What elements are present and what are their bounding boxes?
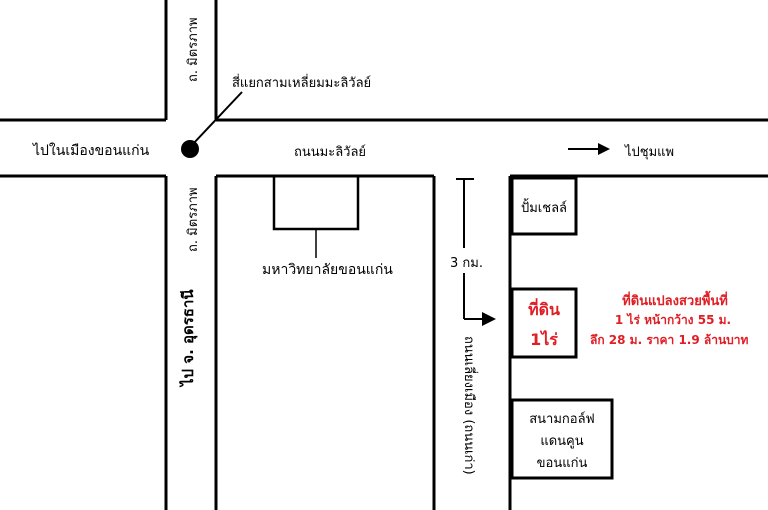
road-south-label: ถ. มิตรภาพ	[186, 187, 201, 252]
road-mali-label: ถนนมะลิวัลย์	[294, 145, 367, 160]
distance-label: 3 กม.	[450, 252, 483, 273]
listing-line2: ลึก 28 ม. ราคา 1.9 ล้านบาท	[590, 333, 749, 347]
listing-headline: ที่ดินแปลงสวยพื้นที่	[622, 294, 728, 309]
distance-arrow-head	[482, 312, 496, 326]
intersection-pointer	[191, 91, 243, 146]
arrow-head	[598, 143, 610, 155]
university-label: มหาวิทยาลัยขอนแก่น	[262, 262, 393, 278]
land-plot-box	[510, 287, 578, 359]
golf-label-line1: สนามกอล์ฟ	[529, 412, 595, 427]
road-north-label: ถ. มิตรภาพ	[186, 17, 201, 82]
land-label-line1: ที่ดิน	[528, 300, 560, 319]
university-building	[272, 174, 360, 231]
intersection-label: สี่แยกสามเหลี่ยมมะลิวัลย์	[232, 76, 372, 91]
intersection-marker	[181, 140, 199, 158]
listing-line1: 1 ไร่ หน้ากว้าง 55 ม.	[614, 313, 732, 327]
shell-pump-label: ปั้มเชลล์	[520, 201, 568, 216]
to-city-label: ไปในเมืองขอนแก่น	[33, 143, 150, 159]
golf-label-line2: แดนคูน	[540, 434, 584, 449]
bypass-road-label: ถนนเลี่ยงเมือง (ถนนเก่า)	[461, 336, 476, 475]
golf-course-box	[510, 398, 614, 480]
to-chumphae-label: ไปชุมแพ	[625, 145, 675, 160]
golf-label-line3: ขอนแก่น	[536, 456, 588, 471]
to-udon-label: ไป จ. อุดรธานี	[179, 289, 197, 386]
land-label-line2: 1ไร่	[530, 330, 558, 349]
shell-pump-box	[510, 176, 578, 236]
